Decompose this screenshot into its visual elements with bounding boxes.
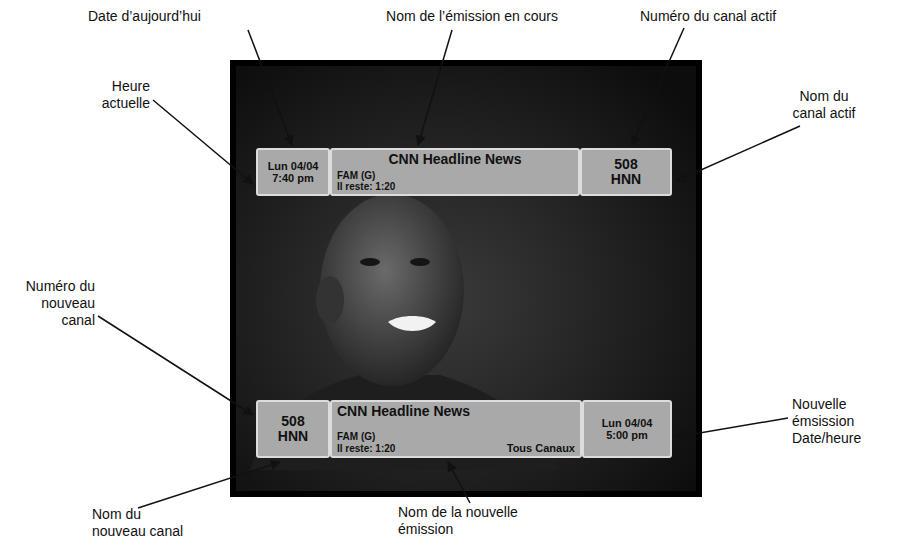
screen-text: 508 xyxy=(281,414,304,429)
leader-line xyxy=(153,100,253,184)
screen-text: CNN Headline News xyxy=(388,152,521,167)
leader-line xyxy=(98,316,253,415)
program-box: CNN Headline NewsFAM (G)Il reste: 1:20 To… xyxy=(330,400,582,458)
callout-text: Nouvelle émsission Date/heure xyxy=(792,396,861,446)
screen-text: FAM (G) xyxy=(337,431,375,442)
presenter-eye xyxy=(410,258,430,266)
callout-label: Heure actuelle xyxy=(80,78,150,112)
program-box: CNN Headline NewsFAM (G)Il reste: 1:20 xyxy=(330,148,580,196)
callout-text: Nom de la nouvelle émission xyxy=(398,504,518,537)
channel-box: 508HNN xyxy=(580,148,672,196)
tv-screen xyxy=(230,60,702,497)
screen-text: 508 xyxy=(614,157,637,172)
callout-text: Nom du nouveau canal xyxy=(92,506,183,539)
leader-line xyxy=(676,126,800,181)
callout-text: Nom de l’émission en cours xyxy=(386,8,558,24)
callout-label: Numéro du nouveau canal xyxy=(15,278,95,328)
screen-text: Lun 04/04 xyxy=(602,417,653,429)
presenter-mouth xyxy=(388,316,436,331)
screen-text: Il reste: 1:20 xyxy=(337,181,395,192)
screen-text: HNN xyxy=(611,172,641,187)
callout-label: Nouvelle émsission Date/heure xyxy=(792,396,882,446)
presenter-ear xyxy=(316,276,344,324)
channel-box: 508HNN xyxy=(256,400,330,458)
leader-line xyxy=(676,418,788,437)
banner-guide xyxy=(232,140,700,141)
callout-text: Numéro du canal actif xyxy=(640,8,776,24)
callout-label: Date d’aujourd’hui xyxy=(88,8,258,25)
callout-label: Nom du nouveau canal xyxy=(92,506,190,540)
leader-line xyxy=(448,462,470,503)
screen-text: CNN Headline News xyxy=(337,404,470,419)
leader-line xyxy=(138,462,280,508)
screen-text: Tous Canaux xyxy=(507,442,575,454)
leader-lines xyxy=(98,28,800,508)
screen-text: HNN xyxy=(278,429,308,444)
callout-label: Nom de l’émission en cours xyxy=(372,8,572,25)
screen-text: FAM (G) xyxy=(337,170,375,181)
callout-text: Heure actuelle xyxy=(102,78,150,111)
screen-text: Il reste: 1:20 xyxy=(337,443,395,454)
leader-line xyxy=(418,30,452,145)
clock-box: Lun 04/047:40 pm xyxy=(256,148,330,196)
callout-text: Nom du canal actif xyxy=(792,88,855,121)
screen-text: Lun 04/04 xyxy=(268,160,319,172)
presenter-eye xyxy=(360,258,380,266)
callout-text: Date d’aujourd’hui xyxy=(88,8,201,24)
clock-box: Lun 04/045:00 pm xyxy=(582,400,672,458)
video-frame xyxy=(236,66,696,491)
leader-line xyxy=(248,30,292,145)
screen-text: 5:00 pm xyxy=(606,429,648,441)
screen-text: 7:40 pm xyxy=(272,172,314,184)
leader-line xyxy=(632,28,684,145)
callout-text: Numéro du nouveau canal xyxy=(26,278,95,328)
callout-label: Nom du canal actif xyxy=(784,88,864,122)
callout-label: Nom de la nouvelle émission xyxy=(398,504,543,538)
callout-label: Numéro du canal actif xyxy=(640,8,810,25)
